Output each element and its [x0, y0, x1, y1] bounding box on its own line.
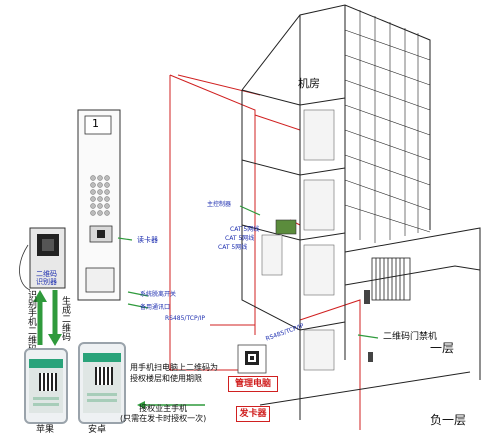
- main-controller-label: 主控制器: [207, 201, 232, 208]
- apple-phone-icon: [24, 348, 68, 424]
- green-arrows: [33, 205, 379, 409]
- panel-floor-indicator: 1: [92, 117, 99, 130]
- android-label: 安卓: [88, 425, 107, 435]
- qr-reader-label: 二维码 识别器: [36, 270, 57, 286]
- authorize-instruction: 授权业主手机 (只需在发卡时授权一次): [120, 404, 207, 423]
- access-reader-icon: [364, 290, 370, 304]
- rs485-label: RS485/TCP/IP: [165, 315, 205, 322]
- generate-qr-label: 生成二维码: [60, 296, 70, 341]
- apple-label: 苹果: [36, 425, 55, 435]
- android-phone-icon: [78, 342, 126, 424]
- keypad-icon: [90, 175, 110, 216]
- card-reader-label: 读卡器: [137, 236, 158, 244]
- machine-room-label: 机房: [298, 77, 320, 90]
- cat5-label-3: CAT 5网线: [218, 244, 248, 251]
- system-switch-label: 系统脱离开关: [140, 291, 177, 298]
- elevator-panel: [77, 109, 121, 301]
- backup-port-label: 备用通讯口: [140, 304, 171, 311]
- floor-1-label: 一层: [430, 341, 455, 355]
- scan-phone-label: 识别手机二维码: [26, 290, 36, 353]
- controller-icon: [275, 219, 297, 235]
- card-issuer-box: 发卡器: [236, 406, 270, 422]
- cat5-label-2: CAT 5网线: [225, 235, 255, 242]
- qr-reader-device: [29, 227, 66, 289]
- scan-instruction: 用手机扫电脑上二维码为 授权楼层和使用期限: [130, 363, 218, 383]
- building-outline: [241, 4, 481, 420]
- cat5-label-1: CAT 5网线: [230, 226, 260, 233]
- red-links: [169, 74, 361, 430]
- computer-icon: [237, 344, 267, 374]
- elevator-shaft: [261, 109, 335, 371]
- facade-grid: [344, 10, 431, 243]
- floor-b1-label: 负一层: [430, 413, 467, 427]
- management-pc-box: 管理电脑: [228, 376, 278, 392]
- qr-access-label: 二维码门禁机: [383, 332, 438, 342]
- gate-door: [371, 257, 411, 301]
